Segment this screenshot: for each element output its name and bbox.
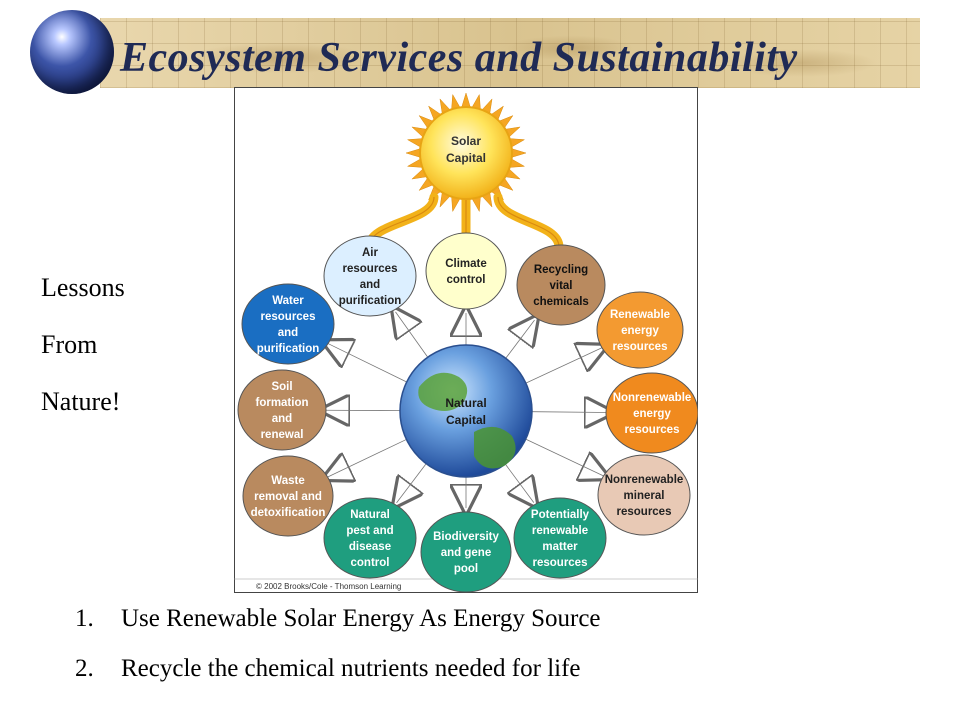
- node-label: renewal: [261, 429, 304, 441]
- node-label: resources: [343, 263, 398, 275]
- title-banner: [100, 18, 920, 88]
- service-arrow-outline: [396, 463, 427, 504]
- node-label: Natural: [350, 509, 390, 521]
- service-arrow-outline: [327, 439, 407, 478]
- climate-control-node: Climate control: [425, 232, 507, 310]
- service-arrow-outline: [505, 319, 535, 359]
- sun-roots: [364, 192, 564, 252]
- node-label: Waste: [271, 475, 304, 487]
- renewable-matter-node: Potentially renewable matter resources: [513, 497, 607, 579]
- node-shape: [242, 455, 334, 537]
- node-shape: [237, 369, 327, 451]
- service-arrow-outline: [531, 411, 609, 413]
- node-label: and gene: [441, 547, 491, 559]
- node-label: resources: [625, 424, 680, 436]
- node-shape: [425, 232, 507, 310]
- node-label: pool: [454, 563, 478, 575]
- node-shape: [597, 454, 691, 536]
- node-label: Renewable: [610, 309, 670, 321]
- node-label: detoxification: [251, 507, 326, 519]
- step-text: Recycle the chemical nutrients needed fo…: [121, 655, 581, 682]
- node-label: Biodiversity: [433, 531, 499, 543]
- service-arrows: [326, 312, 608, 508]
- node-label: Nonrenewable: [613, 392, 692, 404]
- node-shape: [420, 511, 512, 593]
- node-shape: [241, 283, 335, 365]
- renewable-energy-node: Renewable energy resources: [596, 291, 684, 369]
- node-shape: [323, 497, 417, 579]
- node-label: removal and: [254, 491, 322, 503]
- node-label: renewable: [532, 525, 588, 537]
- node-shape: [513, 497, 607, 579]
- lessons-line-1: Lessons: [41, 273, 125, 302]
- node-label: Air: [362, 247, 379, 259]
- globe-logo: [30, 10, 114, 94]
- node-label: control: [447, 274, 486, 286]
- node-label: Water: [272, 295, 304, 307]
- lessons-line-2: From: [41, 330, 98, 359]
- sun-icon: [419, 106, 513, 200]
- copyright-credit: © 2002 Brooks/Cole - Thomson Learning: [256, 582, 401, 591]
- node-label: Climate: [445, 258, 487, 270]
- node-label: purification: [257, 343, 320, 355]
- service-arrow-outline: [327, 342, 407, 383]
- center-label-2: Capital: [446, 413, 486, 427]
- biodiversity-node: Biodiversity and gene pool: [420, 511, 512, 593]
- node-label: vital: [549, 280, 572, 292]
- node-label: Recycling: [534, 264, 588, 276]
- center-label-1: Natural: [445, 396, 486, 410]
- service-arrow-outline: [395, 311, 429, 358]
- node-label: energy: [633, 408, 671, 420]
- step-number: 2.: [75, 655, 94, 682]
- node-shape: [516, 244, 606, 326]
- node-label: resources: [617, 506, 672, 518]
- water-resources-node: Water resources and purification: [241, 283, 335, 365]
- node-label: control: [351, 557, 390, 569]
- soil-formation-node: Soil formation and renewal: [237, 369, 327, 451]
- node-label: and: [360, 279, 380, 291]
- step-text: Use Renewable Solar Energy As Energy Sou…: [121, 605, 601, 632]
- nonrenewable-mineral-node: Nonrenewable mineral resources: [597, 454, 691, 536]
- node-shape: [605, 372, 698, 454]
- ecosystem-diagram: Solar Capital Natural Capital Air resourc…: [234, 87, 698, 593]
- node-label: and: [278, 327, 298, 339]
- service-arrow-outline: [504, 463, 535, 503]
- node-label: resources: [613, 341, 668, 353]
- node-label: Potentially: [531, 509, 590, 521]
- node-shape: [596, 291, 684, 369]
- air-resources-node: Air resources and purification: [323, 235, 417, 317]
- pest-control-node: Natural pest and disease control: [323, 497, 417, 579]
- node-label: and: [272, 413, 292, 425]
- node-label: matter: [542, 541, 578, 553]
- step-number: 1.: [75, 605, 94, 632]
- node-shape: [323, 235, 417, 317]
- node-label: energy: [621, 325, 659, 337]
- waste-removal-node: Waste removal and detoxification: [242, 455, 334, 537]
- node-label: disease: [349, 541, 391, 553]
- service-nodes: Air resources and purification Climate contro…: [237, 232, 698, 593]
- slide-title: Ecosystem Services and Sustainability: [120, 35, 798, 81]
- node-label: mineral: [624, 490, 665, 502]
- service-arrow-outline: [525, 438, 605, 477]
- sun-label-2: Capital: [446, 151, 486, 165]
- node-label: chemicals: [533, 296, 589, 308]
- node-label: formation: [255, 397, 308, 409]
- sun-label-1: Solar: [451, 134, 481, 148]
- node-label: pest and: [346, 525, 393, 537]
- lessons-text: Lessons From Nature!: [41, 268, 125, 439]
- node-label: Nonrenewable: [605, 474, 684, 486]
- service-arrow-outline: [525, 347, 603, 384]
- node-label: purification: [339, 295, 402, 307]
- node-label: resources: [261, 311, 316, 323]
- nonrenewable-energy-node: Nonrenewable energy resources: [605, 372, 698, 454]
- lessons-line-3: Nature!: [41, 387, 121, 416]
- node-label: Soil: [271, 381, 292, 393]
- node-label: resources: [533, 557, 588, 569]
- recycling-chemicals-node: Recycling vital chemicals: [516, 244, 606, 326]
